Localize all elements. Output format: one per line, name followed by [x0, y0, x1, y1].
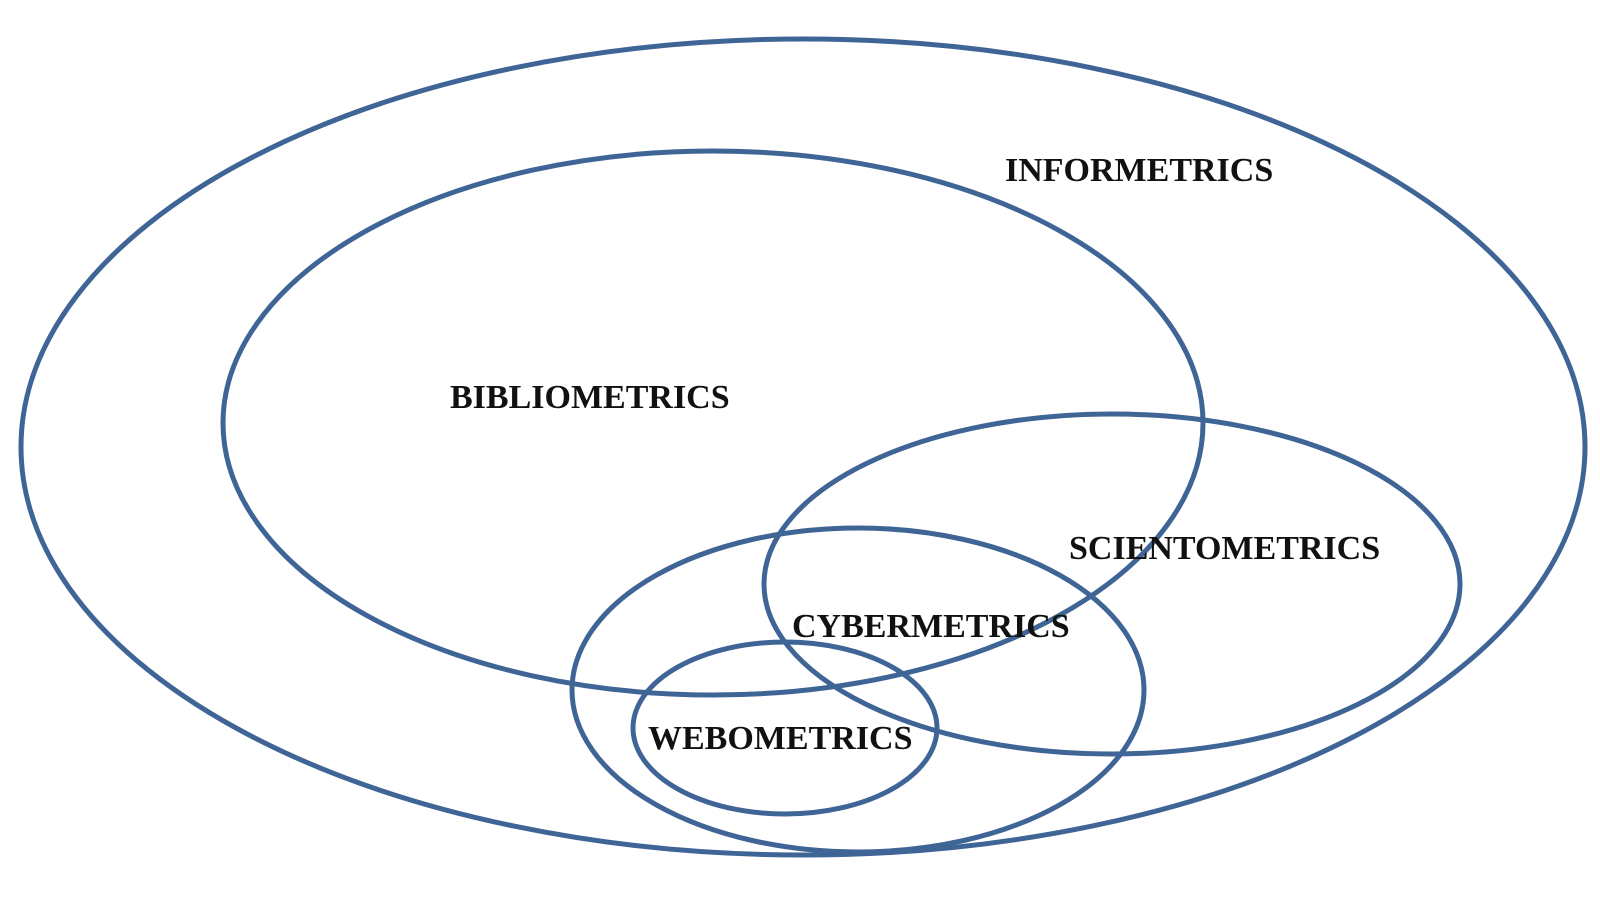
informetrics-ellipse — [18, 36, 1588, 858]
cybermetrics-ellipse — [569, 525, 1147, 855]
informetrics-label: INFORMETRICS — [1005, 152, 1273, 189]
bibliometrics-label: BIBLIOMETRICS — [450, 379, 730, 416]
scientometrics-ellipse — [761, 411, 1463, 757]
bibliometrics-ellipse — [220, 148, 1206, 698]
webometrics-label: WEBOMETRICS — [648, 720, 913, 757]
webometrics-ellipse — [630, 639, 940, 817]
cybermetrics-label: CYBERMETRICS — [792, 608, 1070, 645]
scientometrics-label: SCIENTOMETRICS — [1069, 530, 1380, 567]
